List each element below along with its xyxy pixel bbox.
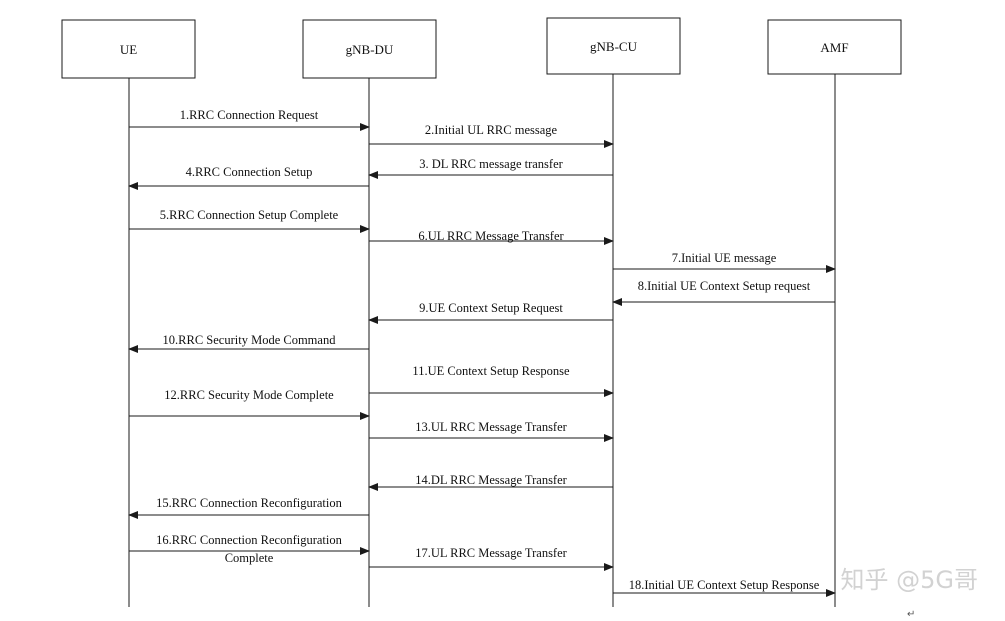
entity-label-amf: AMF <box>820 40 848 55</box>
message-label-13: 13.UL RRC Message Transfer <box>415 420 567 434</box>
message-label-16-line-1: 16.RRC Connection Reconfiguration <box>156 533 342 547</box>
entity-label-ue: UE <box>120 42 137 57</box>
message-label-10: 10.RRC Security Mode Command <box>163 333 337 347</box>
entity-box-amf <box>767 19 902 75</box>
message-label-16-line-2: Complete <box>225 551 274 565</box>
entity-label-du: gNB-DU <box>346 42 394 57</box>
paragraph-return-mark: ↵ <box>907 609 915 620</box>
entity-box-ue <box>61 19 196 79</box>
message-label-12: 12.RRC Security Mode Complete <box>164 388 334 402</box>
entity-label-cu: gNB-CU <box>590 39 638 54</box>
message-label-18: 18.Initial UE Context Setup Response <box>629 578 820 592</box>
message-label-6: 6.UL RRC Message Transfer <box>418 229 564 243</box>
message-label-4: 4.RRC Connection Setup <box>186 165 313 179</box>
entity-box-du <box>302 19 437 79</box>
message-label-11: 11.UE Context Setup Response <box>412 364 570 378</box>
watermark-text: 知乎 @5G哥 <box>841 566 979 594</box>
message-label-14: 14.DL RRC Message Transfer <box>415 473 567 487</box>
message-label-5: 5.RRC Connection Setup Complete <box>160 208 339 222</box>
message-label-17: 17.UL RRC Message Transfer <box>415 546 567 560</box>
message-label-2: 2.Initial UL RRC message <box>425 123 558 137</box>
message-label-3: 3. DL RRC message transfer <box>419 157 563 171</box>
message-label-15: 15.RRC Connection Reconfiguration <box>156 496 342 510</box>
message-label-1: 1.RRC Connection Request <box>180 108 319 122</box>
entity-box-cu <box>546 17 681 75</box>
message-label-9: 9.UE Context Setup Request <box>419 301 563 315</box>
message-label-7: 7.Initial UE message <box>672 251 777 265</box>
message-label-8: 8.Initial UE Context Setup request <box>638 279 811 293</box>
